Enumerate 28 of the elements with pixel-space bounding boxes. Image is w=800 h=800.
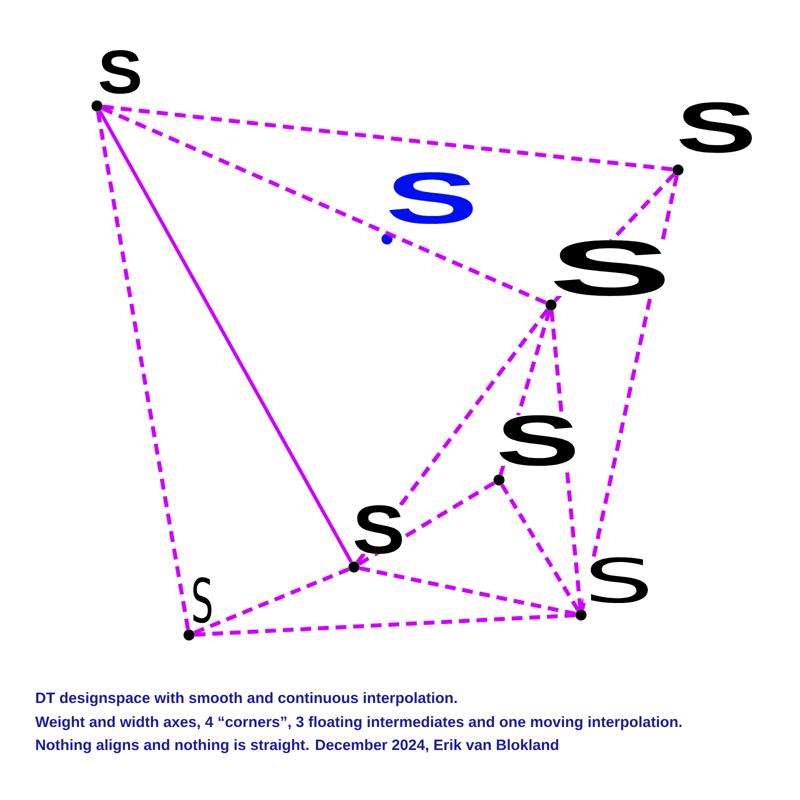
caption-text: Weight and width axes, 4 “corners”, 3 floating intermediates and one moving interpolation. <box>35 716 682 730</box>
point-dot <box>576 610 586 620</box>
glyph-label: S <box>496 415 580 466</box>
dashed-line <box>194 567 350 635</box>
point-dot <box>348 562 360 572</box>
dashed-line <box>101 106 547 305</box>
point-dot <box>494 474 504 486</box>
dashed-line <box>96 111 190 630</box>
dashed-line <box>358 481 496 566</box>
dashed-line <box>359 566 576 616</box>
glyph-label: S <box>676 102 757 153</box>
glyph-label: S <box>583 557 654 604</box>
glyph-label: S <box>385 172 478 224</box>
dashed-line <box>194 613 576 637</box>
dashed-line <box>102 104 673 172</box>
point-dot <box>184 630 194 640</box>
glyph-label: S <box>352 505 406 554</box>
glyph-label: S <box>548 240 672 296</box>
point-dot <box>92 100 102 112</box>
point-dot <box>672 164 684 176</box>
point-dot <box>382 234 392 244</box>
caption-text: Nothing aligns and nothing is straight. December 2024, Erik van Blokland <box>36 739 558 754</box>
dashed-line <box>500 484 580 612</box>
line <box>98 110 353 563</box>
caption-text: DT designspace with smooth and continuous interpolation. <box>36 692 457 706</box>
glyph-label: S <box>191 577 214 624</box>
point-dot <box>546 300 556 310</box>
glyph-label: S <box>98 50 143 94</box>
